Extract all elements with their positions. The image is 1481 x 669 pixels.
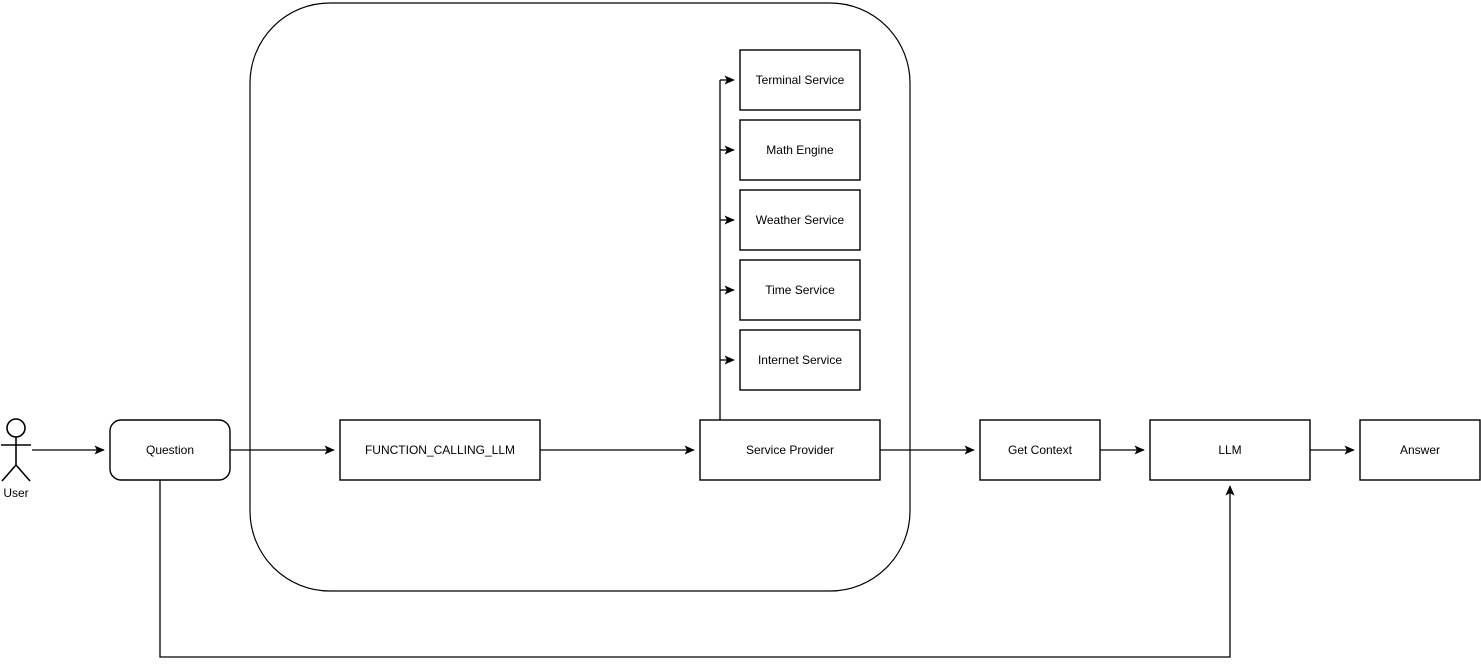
node-internet-service-label: Internet Service bbox=[758, 353, 842, 367]
node-internet-service[interactable]: Internet Service bbox=[739, 329, 861, 391]
node-internet-service-shape[interactable] bbox=[739, 329, 861, 391]
node-service-provider-shape[interactable] bbox=[699, 419, 881, 481]
node-time-service[interactable]: Time Service bbox=[739, 259, 861, 321]
actor-head-icon bbox=[6, 418, 26, 438]
function-calling-group bbox=[249, 2, 911, 592]
node-time-service-label: Time Service bbox=[765, 283, 835, 297]
node-question[interactable]: Question bbox=[109, 419, 231, 481]
node-get-context-shape[interactable] bbox=[979, 419, 1101, 481]
node-weather-service-shape[interactable] bbox=[739, 189, 861, 251]
node-answer-shape[interactable] bbox=[1359, 419, 1481, 481]
node-terminal-service-label: Terminal Service bbox=[756, 73, 845, 87]
node-math-engine-label: Math Engine bbox=[766, 143, 834, 157]
node-answer-label: Answer bbox=[1400, 443, 1440, 457]
node-math-engine[interactable]: Math Engine bbox=[739, 119, 861, 181]
node-time-service-shape[interactable] bbox=[739, 259, 861, 321]
actor-left-leg-line bbox=[1, 464, 17, 482]
node-function-calling-llm-shape[interactable] bbox=[339, 419, 541, 481]
actor-user: User bbox=[1, 418, 31, 500]
actor-user-label: User bbox=[3, 486, 28, 500]
actor-right-leg-line bbox=[15, 464, 31, 482]
node-llm-shape[interactable] bbox=[1149, 419, 1311, 481]
node-function-calling-llm[interactable]: FUNCTION_CALLING_LLM bbox=[339, 419, 541, 481]
node-math-engine-shape[interactable] bbox=[739, 119, 861, 181]
node-weather-service[interactable]: Weather Service bbox=[739, 189, 861, 251]
node-terminal-service-shape[interactable] bbox=[739, 49, 861, 111]
node-weather-service-label: Weather Service bbox=[756, 213, 845, 227]
node-service-provider-label: Service Provider bbox=[746, 443, 834, 457]
edge-question-to-llm-feedback bbox=[159, 480, 1235, 658]
node-llm[interactable]: LLM bbox=[1149, 419, 1311, 481]
node-service-provider[interactable]: Service Provider bbox=[699, 419, 881, 481]
node-function-calling-llm-label: FUNCTION_CALLING_LLM bbox=[365, 443, 515, 457]
node-question-label: Question bbox=[146, 443, 194, 457]
node-terminal-service[interactable]: Terminal Service bbox=[739, 49, 861, 111]
node-llm-label: LLM bbox=[1218, 443, 1241, 457]
node-get-context-label: Get Context bbox=[1008, 443, 1073, 457]
node-get-context[interactable]: Get Context bbox=[979, 419, 1101, 481]
node-answer[interactable]: Answer bbox=[1359, 419, 1481, 481]
